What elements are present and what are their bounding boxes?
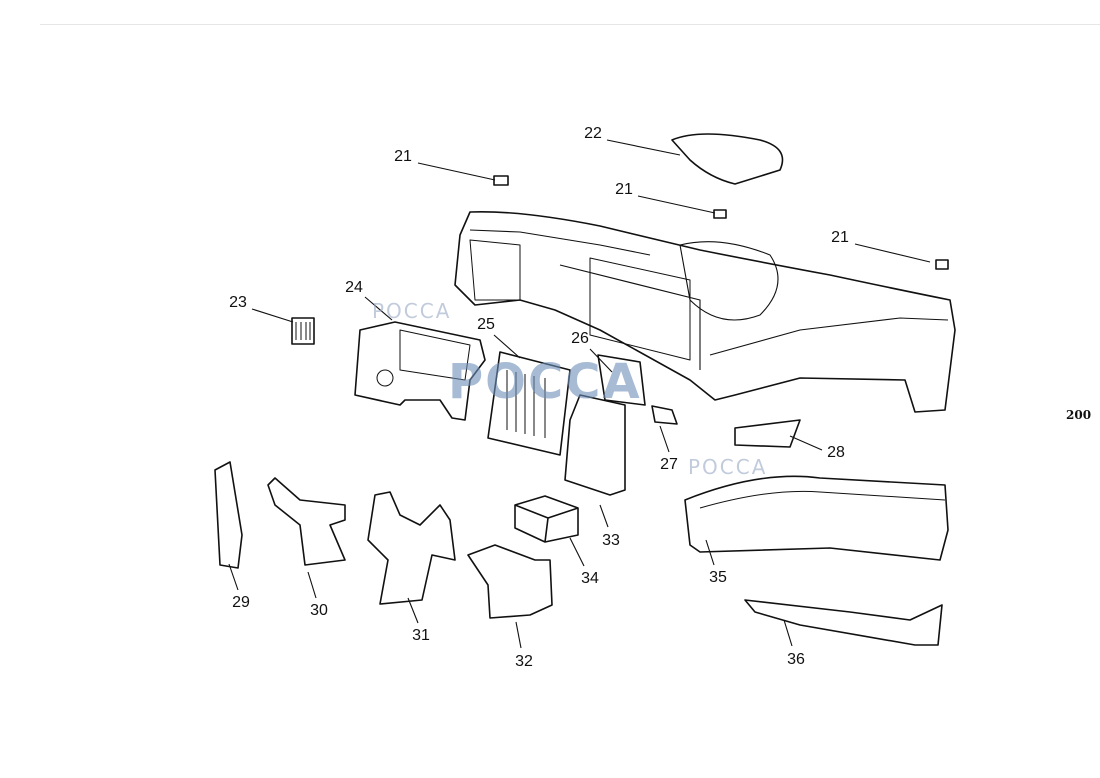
callout-21: 21 [394,148,412,165]
callout-22: 22 [584,125,602,142]
callout-25: 25 [477,316,495,333]
part-28-vent-housing [734,419,801,448]
callout-31: 31 [412,627,430,644]
watermark: POCCA [448,354,642,410]
callout-32: 32 [515,653,533,670]
part-21-clip [493,175,509,186]
part-26-bracket [597,354,646,406]
bezel-knob [376,369,394,387]
part-34-storage-box [514,495,579,543]
part-29-side-trim [214,461,243,569]
callout-35: 35 [709,569,727,586]
callout-27: 27 [660,456,678,473]
page-number: 200 [1066,408,1092,422]
callout-21: 21 [615,181,633,198]
dashboard-detail-lines [469,229,949,370]
part-main-dashboard [454,210,956,413]
part-21-clip [713,209,727,219]
part-21-clip [935,259,949,270]
part-35-glovebox-lid [684,475,949,561]
callout-29: 29 [232,594,250,611]
part-36-glovebox-bin [744,599,943,646]
leader-lines [228,139,931,649]
scan-edge-line [40,24,1100,25]
dashboard-openings [469,239,691,361]
part-31-console-frame [367,491,456,605]
callout-36: 36 [787,651,805,668]
part-32-bracket [467,544,553,619]
callout-28: 28 [827,444,845,461]
part-23-vent [291,317,315,345]
part-22-cover [671,133,784,185]
watermark: POCCA [688,455,768,479]
callout-24: 24 [345,279,363,296]
part-25-center-panel [487,351,571,456]
bezel-opening [399,329,471,381]
callout-26: 26 [571,330,589,347]
callout-33: 33 [602,532,620,549]
callout-23: 23 [229,294,247,311]
part-30-bracket [267,477,346,566]
callout-34: 34 [581,570,599,587]
part-33-lower-panel [564,394,626,496]
part-24-bezel [354,321,486,421]
vent-slats [295,322,311,340]
watermark: POCCA [372,299,452,323]
callout-21: 21 [831,229,849,246]
panel-switches [506,370,546,438]
callout-30: 30 [310,602,328,619]
part-27-switch [651,405,678,425]
lid-crease [699,490,946,509]
